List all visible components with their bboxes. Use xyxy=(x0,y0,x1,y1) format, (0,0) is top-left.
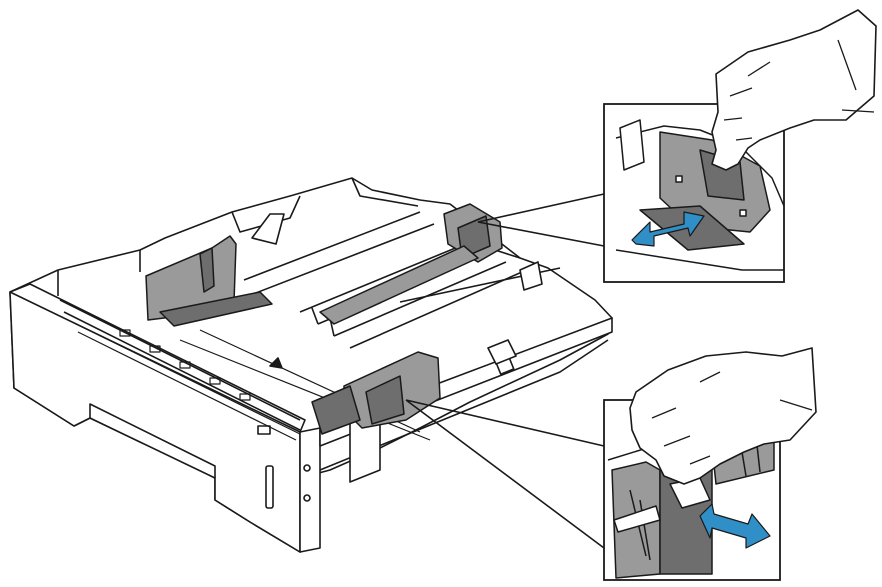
tray-front-screw-2 xyxy=(303,494,311,502)
tray-center-mark xyxy=(269,357,283,369)
hand-finger-lines xyxy=(651,371,813,465)
tray-floor-holes xyxy=(119,329,251,401)
tray-right-wall-lower xyxy=(319,339,609,471)
tray-rear-guide xyxy=(319,203,503,325)
tray-front-slot xyxy=(265,465,274,509)
paper-tray xyxy=(9,177,613,553)
tray-back-wall xyxy=(57,177,419,296)
tray-front-notch xyxy=(89,403,216,478)
hand-illustration xyxy=(711,9,877,171)
tray-length-guide xyxy=(145,235,273,327)
tray-front-pillar xyxy=(299,427,321,553)
tray-floor-ribs xyxy=(71,321,431,441)
tray-back-tab xyxy=(251,213,285,245)
tray-front-tab xyxy=(257,425,271,435)
tray-front-guide xyxy=(311,351,441,435)
tray-front-inner-lip xyxy=(59,299,301,431)
hand-finger-lines xyxy=(723,39,875,141)
tray-front-top-edge xyxy=(9,283,306,433)
tray-front-screw xyxy=(303,464,311,472)
callout-leader-lines xyxy=(405,399,605,549)
double-arrow-icon xyxy=(631,211,705,247)
width-guide-callout xyxy=(405,347,817,581)
length-guide-callout xyxy=(477,9,877,283)
hand-illustration xyxy=(629,347,817,485)
callout-leader-lines xyxy=(477,193,605,247)
tray-right-block xyxy=(519,261,543,291)
double-arrow-icon xyxy=(699,503,771,549)
tray-small-part xyxy=(487,339,517,365)
